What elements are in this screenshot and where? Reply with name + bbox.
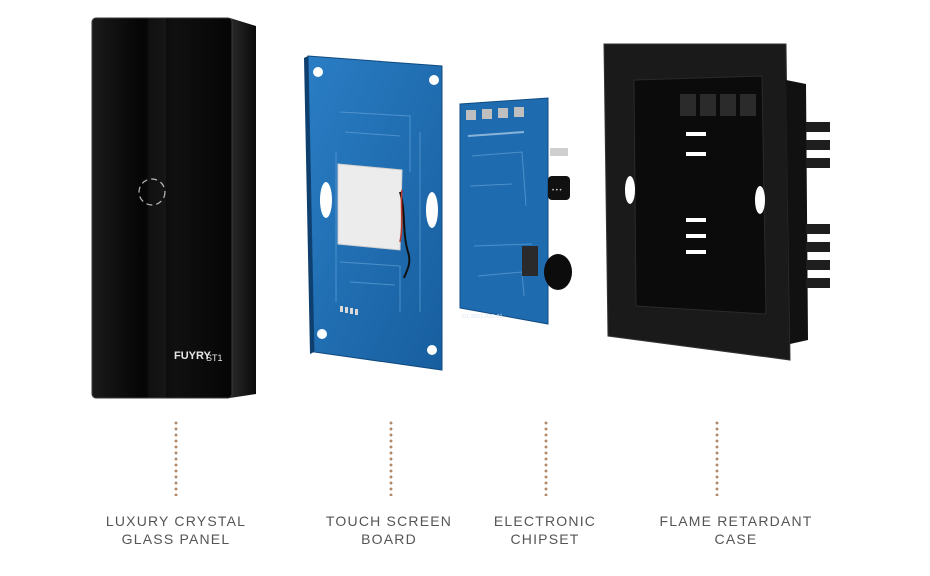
brand-logo: FUYRY [174,350,212,362]
chipset-code: D1-3021-93S-01 [462,314,503,320]
model-label: ST1 [206,353,223,363]
electronic-chipset-image: • • • D1-3021-93S-01 [459,97,572,325]
label-case-line1: FLAME RETARDANT [659,513,813,529]
label-chipset-line2: CHIPSET [510,531,580,547]
label-touch-board-line1: TOUCH SCREEN [325,513,453,529]
label-glass-panel-line2: GLASS PANEL [121,531,231,547]
label-chipset: ELECTRONIC CHIPSET [488,512,602,548]
label-chipset-line1: ELECTRONIC [493,513,597,529]
label-touch-board-line2: BOARD [361,531,417,547]
touch-ring-icon [138,178,166,206]
label-touch-board: TOUCH SCREEN BOARD [312,512,466,548]
label-glass-panel: LUXURY CRYSTAL GLASS PANEL [96,512,256,548]
leader-line-case [715,420,719,496]
touch-screen-board-image [304,55,443,371]
leader-line-glass-panel [174,420,178,496]
leader-line-chipset [544,420,548,496]
svg-text:• • •: • • • [552,188,562,194]
label-case: FLAME RETARDANT CASE [646,512,826,548]
glass-panel-image: FUYRY ST1 [91,17,256,399]
leader-line-touch-board [389,420,393,496]
label-glass-panel-line1: LUXURY CRYSTAL [105,513,247,529]
flame-retardant-case-image [603,43,830,361]
label-case-line2: CASE [714,531,758,547]
